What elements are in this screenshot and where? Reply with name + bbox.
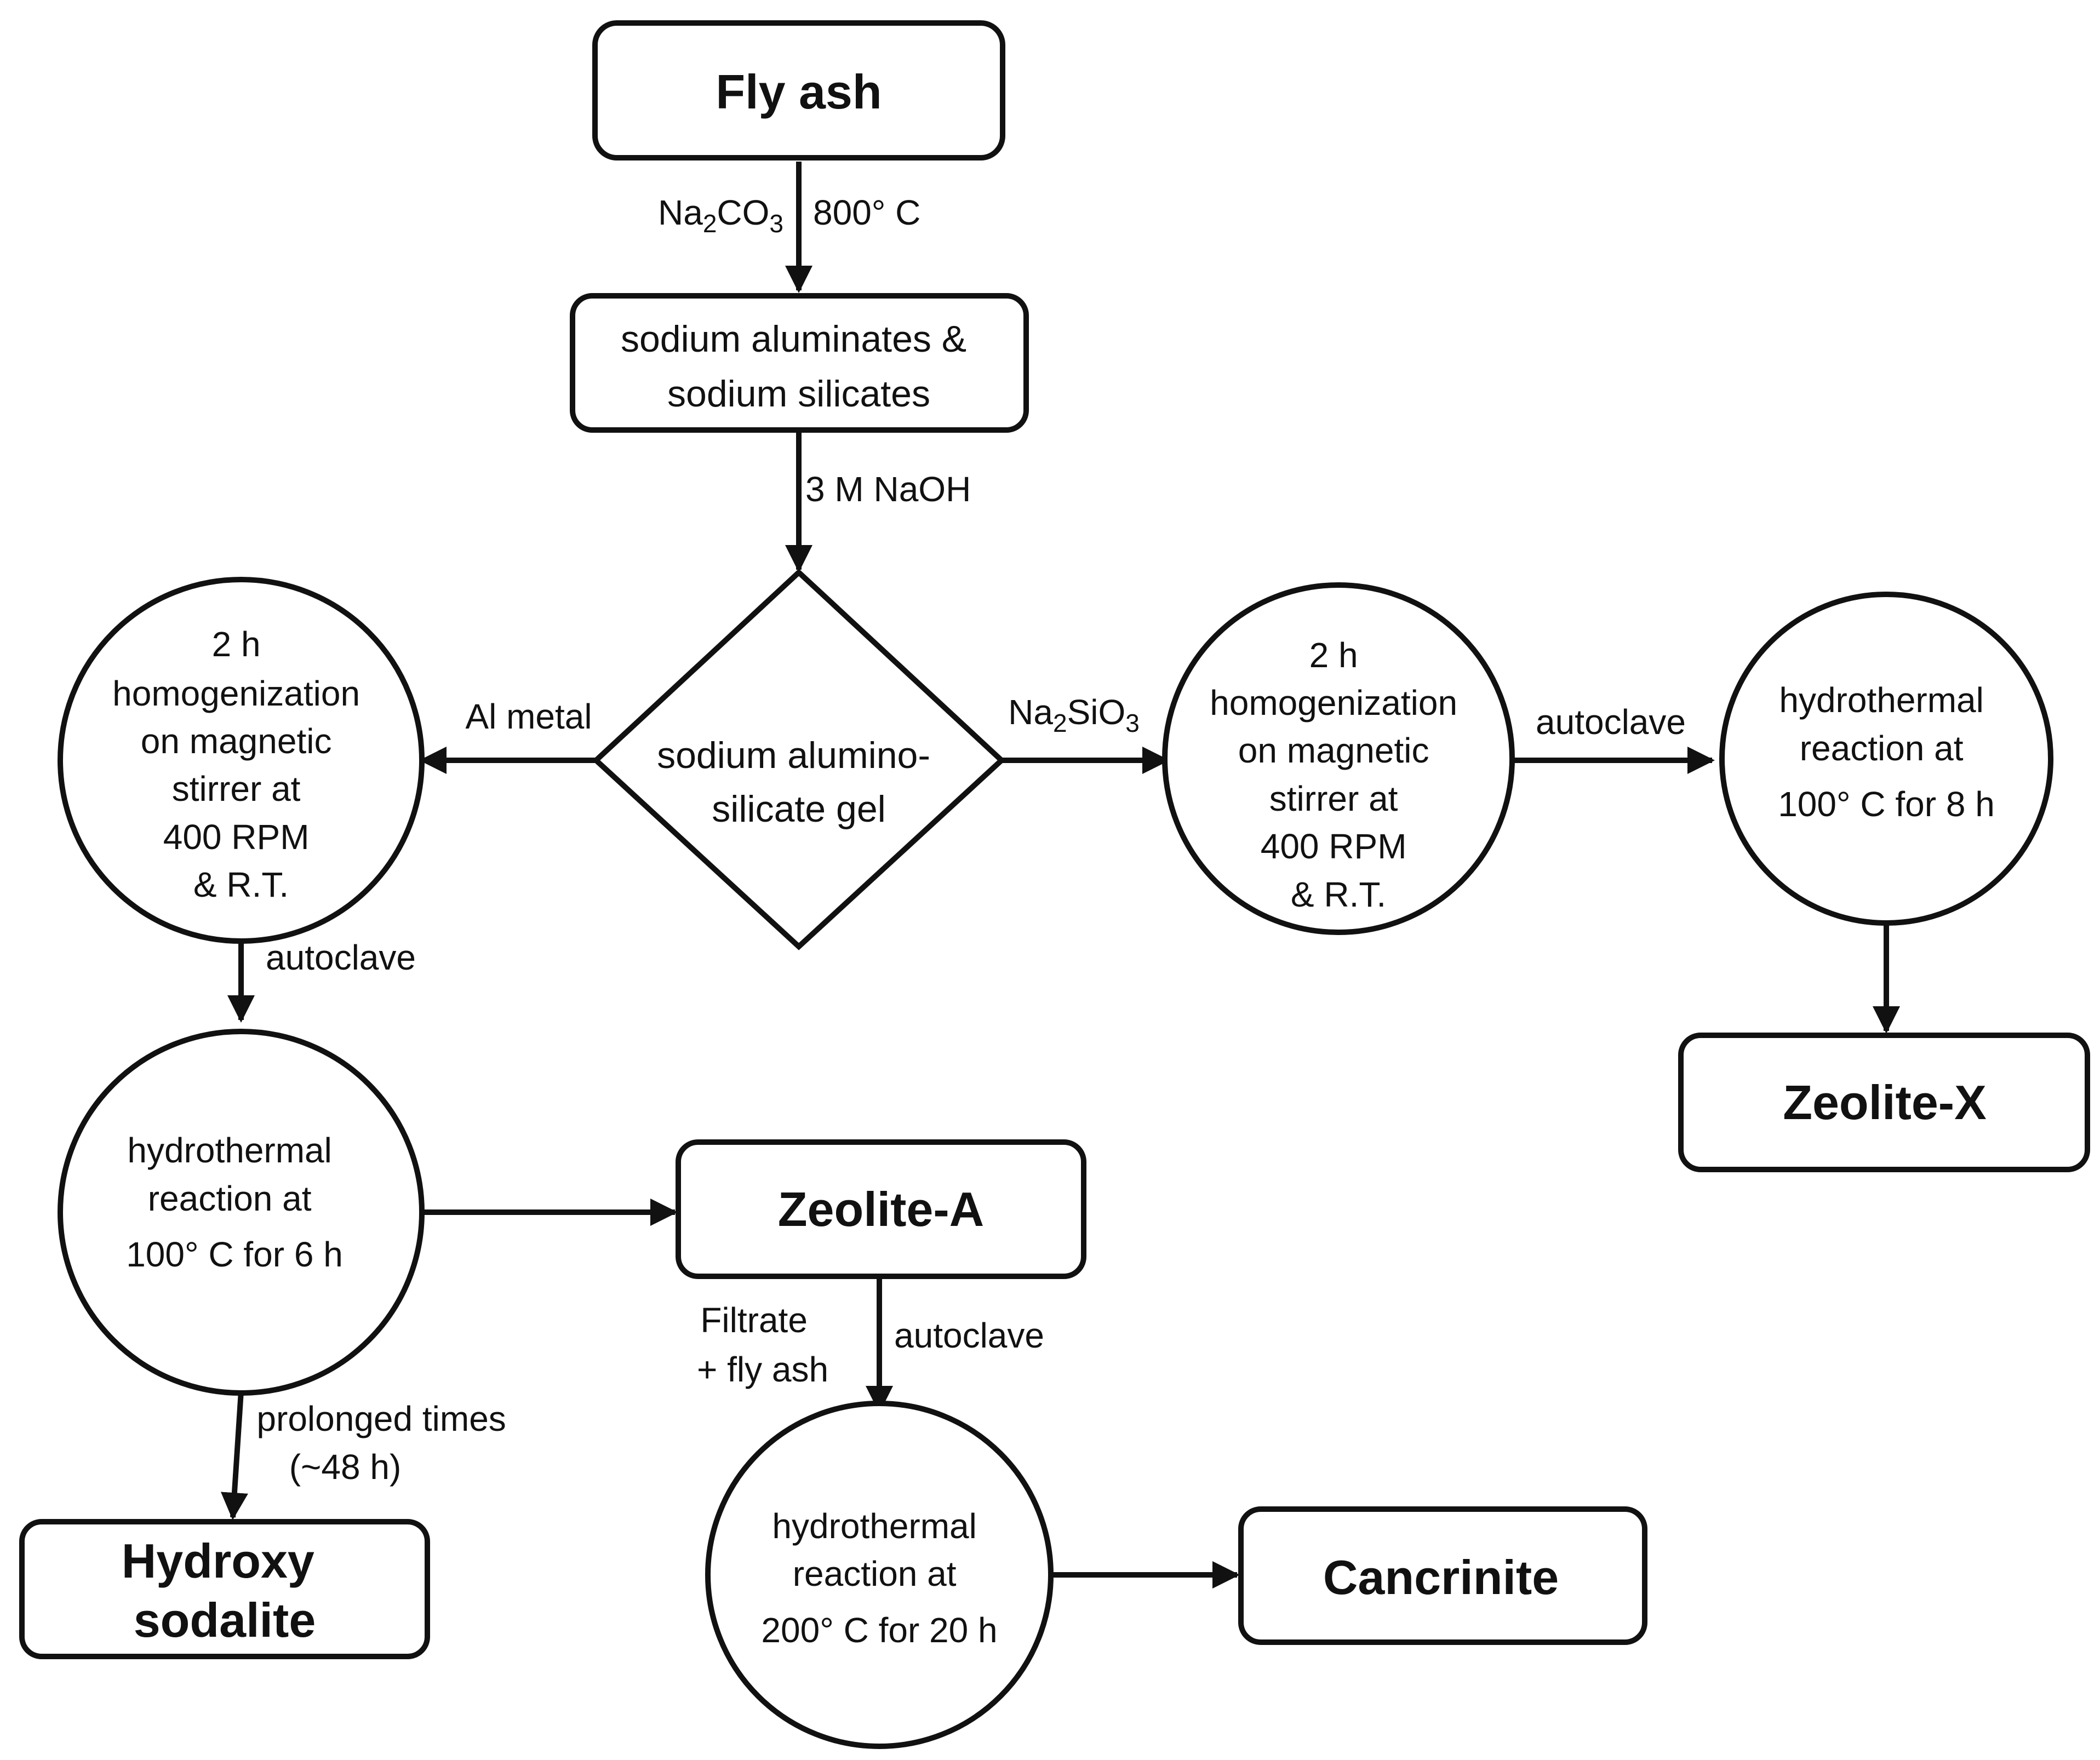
box-zeolite-a bbox=[676, 1139, 1086, 1279]
circle-homog-right bbox=[1162, 582, 1515, 935]
edge-label-na2co3: Na2CO3 bbox=[658, 193, 783, 238]
box-zeolite-x bbox=[1678, 1033, 2090, 1172]
shapes bbox=[19, 20, 2090, 1749]
node-homog-left-label: 2 h homogenization on magnetic stirrer a… bbox=[112, 624, 370, 904]
node-hydro-right-label: hydrothermal reaction at 100° C for 8 h bbox=[1778, 680, 1995, 824]
node-fly-ash-label: Fly ash bbox=[716, 65, 882, 119]
edge-label-al-metal: Al metal bbox=[465, 697, 592, 736]
box-hydroxy-sodalite bbox=[19, 1519, 430, 1659]
circle-hydro-bottom bbox=[705, 1401, 1054, 1749]
node-zeolite-x-label: Zeolite-X bbox=[1783, 1075, 1987, 1130]
node-hydro-bottom-label: hydrothermal reaction at 200° C for 20 h bbox=[761, 1506, 997, 1650]
box-cancrinite bbox=[1238, 1506, 1647, 1645]
edge-label-naoh: 3 M NaOH bbox=[805, 469, 971, 509]
diamond-gel bbox=[592, 569, 1006, 950]
node-gel-label: sodium alumino- silicate gel bbox=[657, 735, 941, 830]
arrow-hydro-left-to-sodalite bbox=[220, 1391, 248, 1520]
node-zeolite-a-label: Zeolite-A bbox=[778, 1182, 984, 1236]
edge-label-autoclave-right: autoclave bbox=[1536, 702, 1686, 742]
edges bbox=[220, 162, 1900, 1589]
node-cancrinite-label: Cancrinite bbox=[1323, 1550, 1559, 1604]
edge-label-na2sio3: Na2SiO3 bbox=[1008, 692, 1140, 737]
node-sodium-salts-label: sodium aluminates & sodium silicates bbox=[621, 318, 977, 415]
node-homog-right-label: 2 h homogenization on magnetic stirrer a… bbox=[1210, 635, 1467, 914]
edge-label-prolonged-times: prolonged times (~48 h) bbox=[256, 1399, 516, 1487]
box-sodium-salts bbox=[570, 293, 1029, 433]
node-texts: Fly ash sodium aluminates & sodium silic… bbox=[112, 65, 1995, 1650]
circle-homog-left bbox=[58, 577, 425, 944]
node-hydroxy-sodalite-label: Hydroxy sodalite bbox=[122, 1534, 328, 1647]
edge-label-filtrate: Filtrate + fly ash bbox=[697, 1300, 828, 1389]
circle-hydro-right bbox=[1719, 592, 2053, 926]
edge-label-800c: 800° C bbox=[813, 193, 920, 232]
node-hydro-left-label: hydrothermal reaction at 100° C for 6 h bbox=[126, 1131, 343, 1274]
edge-label-autoclave-bottom: autoclave bbox=[894, 1316, 1044, 1355]
box-fly-ash bbox=[592, 20, 1005, 160]
edge-labels: Na2CO3 800° C 3 M NaOH Al metal Na2SiO3 … bbox=[256, 193, 1686, 1487]
circle-hydro-left bbox=[58, 1029, 425, 1396]
edge-label-autoclave-left: autoclave bbox=[266, 938, 416, 977]
